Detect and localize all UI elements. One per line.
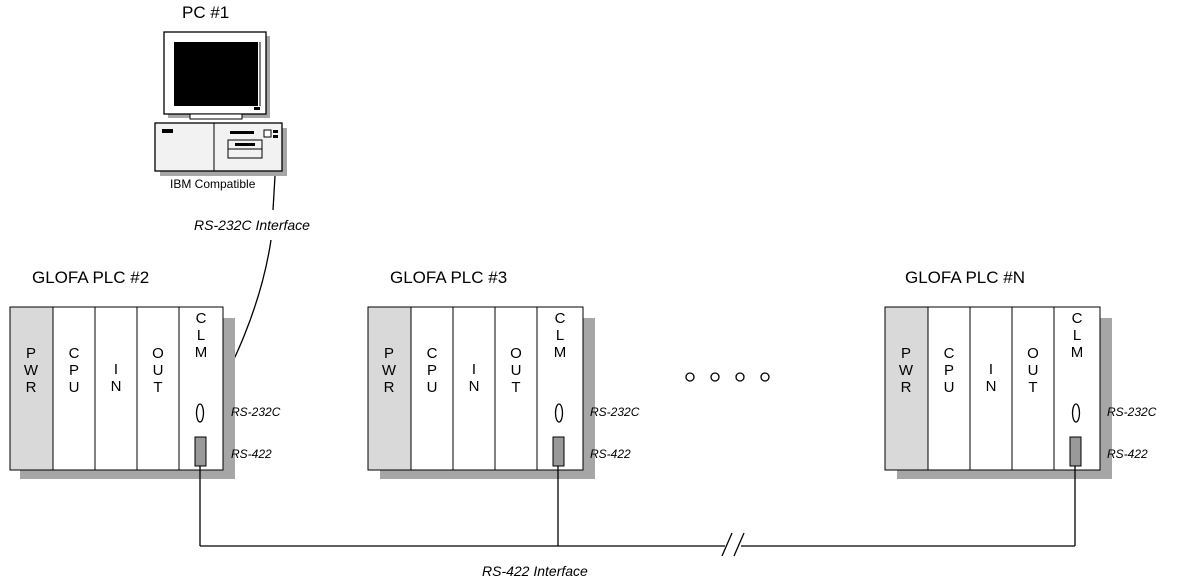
plc-2-rs422-label: RS-422 (231, 447, 272, 461)
rs232c-interface-label: RS-232C Interface (194, 217, 310, 233)
plc-n-out-module (1011, 306, 1055, 471)
plc-2-cpu-module (52, 306, 96, 471)
plc-n-rs422-port-icon (1069, 436, 1082, 467)
plc-n-pwr-module (884, 306, 929, 471)
more-plcs-ellipsis (685, 372, 770, 382)
plc-3-rs422-port-icon (552, 436, 565, 467)
computer-case-icon (154, 122, 287, 176)
plc-n-rs422-label: RS-422 (1107, 447, 1148, 461)
plc-n-cpu-module (927, 306, 971, 471)
plc-3-rs232c-port-icon (554, 403, 564, 423)
plc-2-pwr-module (9, 306, 54, 471)
plc-3-pwr-module (367, 306, 412, 471)
plc-3-title: GLOFA PLC #3 (390, 268, 507, 287)
rs422-bus (199, 466, 1076, 557)
plc-3-rs232c-label: RS-232C (590, 405, 640, 419)
plc-2-rs422-port-icon (194, 436, 207, 467)
rs422-interface-label: RS-422 Interface (482, 563, 588, 579)
plc-3-cpu-module (410, 306, 454, 471)
plc-3-rs422-label: RS-422 (590, 447, 631, 461)
plc-3-clm-module (536, 306, 584, 471)
plc-3-out-module (494, 306, 538, 471)
pc-title: PC #1 (182, 3, 229, 22)
plc-2-rs232c-port-icon (195, 403, 205, 423)
plc-2-rs232c-label: RS-232C (231, 405, 281, 419)
plc-3-in-module (452, 306, 496, 471)
pc-caption: IBM Compatible (170, 177, 256, 191)
break-mark-icon (721, 532, 733, 557)
monitor-icon (163, 31, 270, 120)
plc-n-title: GLOFA PLC #N (905, 268, 1025, 287)
pc-1: PC #1 IBM Compatible RS-232C Interface (154, 3, 310, 233)
plc-2-title: GLOFA PLC #2 (32, 268, 149, 287)
plc-n-rs232c-label: RS-232C (1107, 405, 1157, 419)
plc-n-rs232c-port-icon (1071, 403, 1081, 423)
